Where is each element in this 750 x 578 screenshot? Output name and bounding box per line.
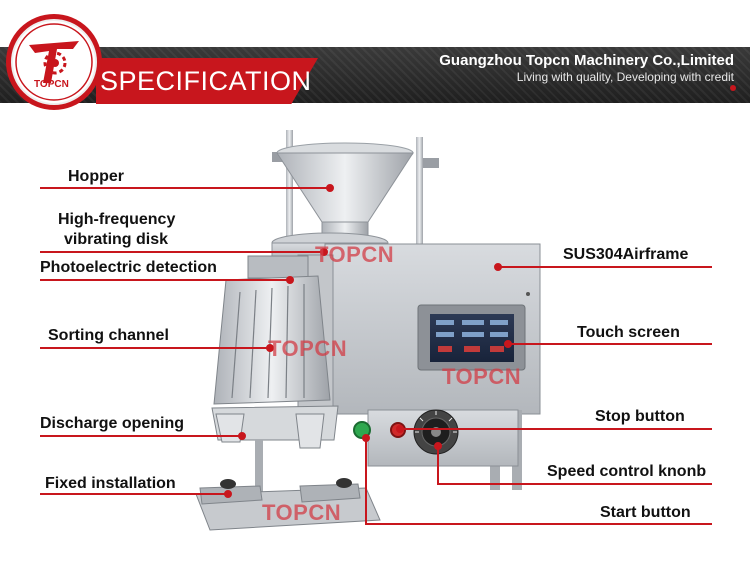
label-vibrating-disk-line1: High-frequency <box>58 211 176 228</box>
company-logo <box>6 14 102 110</box>
label-sorting-channel: Sorting channel <box>48 327 169 344</box>
company-name: Guangzhou Topcn Machinery Co.,Limited <box>439 52 734 69</box>
rod-clamp-right <box>423 158 439 168</box>
label-stop-button: Stop button <box>595 408 685 425</box>
discharge-spout-2 <box>295 413 325 449</box>
hopper-rod-left <box>286 130 293 250</box>
rod-clamp-left <box>272 152 286 162</box>
hopper-rod-right <box>416 137 423 257</box>
header-dot <box>730 85 736 91</box>
label-discharge: Discharge opening <box>40 415 185 432</box>
section-title: SPECIFICATION <box>100 66 312 96</box>
label-start-button: Start button <box>600 504 691 521</box>
watermark: TOPCN <box>268 336 348 361</box>
logo-emblem-icon <box>15 23 93 101</box>
label-airframe: SUS304Airframe <box>563 246 689 263</box>
label-vibrating-disk-line2: vibrating disk <box>64 231 169 248</box>
company-slogan: Living with quality, Developing with cre… <box>516 70 734 84</box>
watermark: TOPCN <box>315 242 395 267</box>
label-touch-screen: Touch screen <box>577 324 680 341</box>
specification-tab <box>96 58 318 104</box>
label-photoelectric: Photoelectric detection <box>40 259 217 276</box>
label-speed-knob: Speed control knonb <box>547 463 707 480</box>
start-button-leader <box>365 438 712 525</box>
label-hopper: Hopper <box>68 168 124 185</box>
watermark: TOPCN <box>262 500 342 525</box>
label-fixed-installation: Fixed installation <box>45 475 176 492</box>
speed-knob-leader <box>437 446 712 485</box>
logo-text: TOPCN <box>34 79 69 90</box>
watermark: TOPCN <box>442 364 522 389</box>
